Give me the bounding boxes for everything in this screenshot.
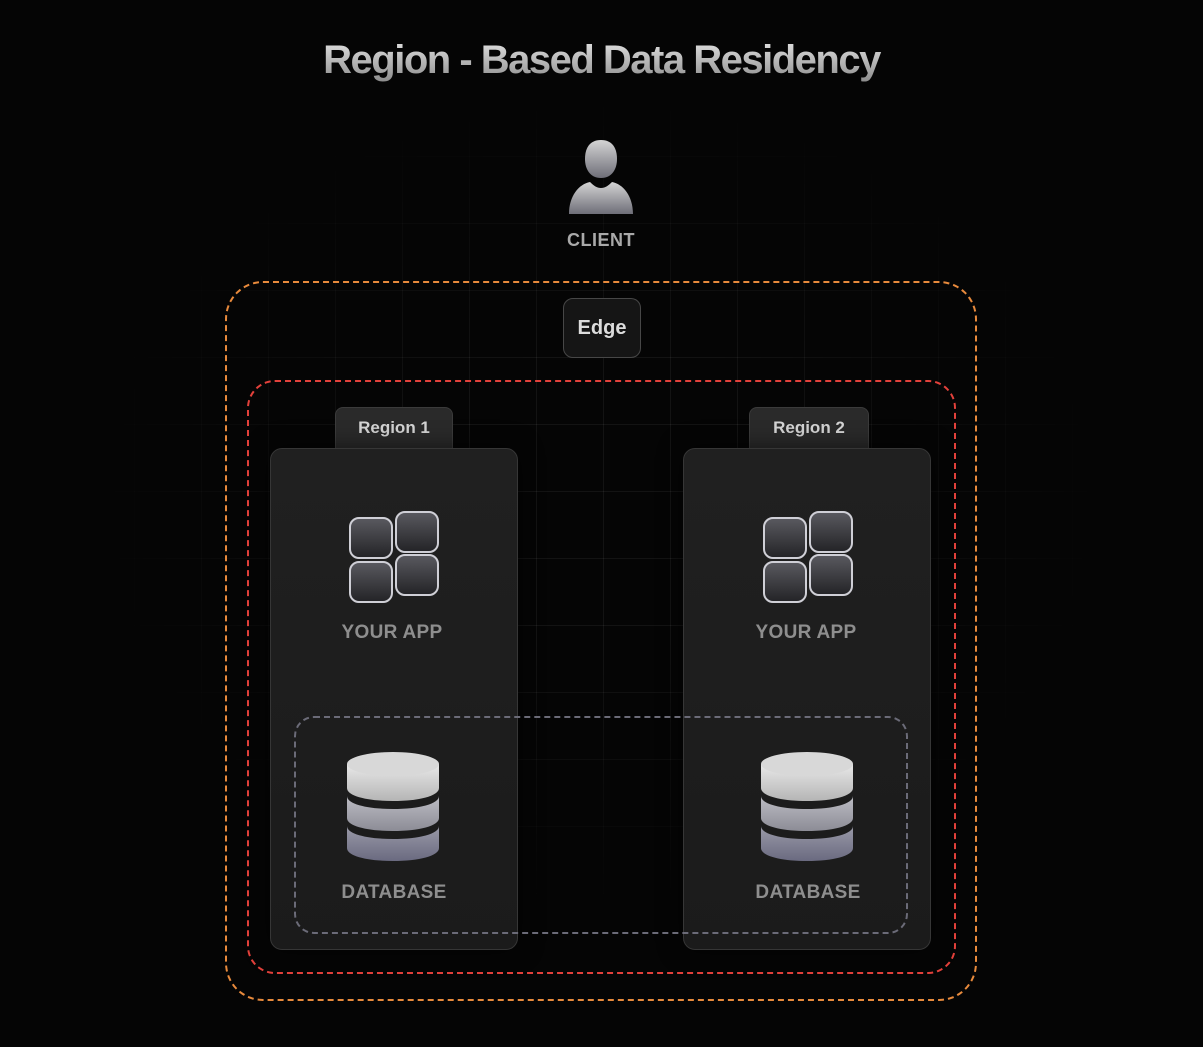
database-replication-group [294,716,908,934]
region-2-tab: Region 2 [749,407,869,453]
region-boundary [247,380,956,974]
client-label: CLIENT [567,230,635,250]
region-2-app-label: YOUR APP [755,622,857,643]
region-1-card [270,448,518,950]
app-grid-icon [763,511,853,603]
region-1-db-label: DATABASE [341,882,447,903]
database-icon [347,752,439,861]
edge-node: Edge [563,298,641,358]
edge-boundary [225,281,977,1001]
page-title: Region - Based Data Residency [0,38,1203,83]
region-1-app-label: YOUR APP [341,622,443,643]
app-grid-icon [349,511,439,603]
region-1-tab: Region 1 [335,407,453,453]
region-2-db-label: DATABASE [755,882,861,903]
database-icon [761,752,853,861]
user-icon [569,140,633,214]
